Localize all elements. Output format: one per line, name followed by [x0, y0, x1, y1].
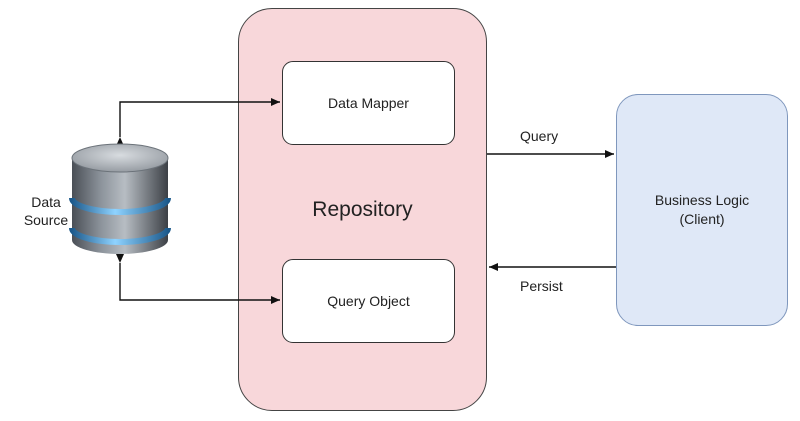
repository-label: Repository	[312, 198, 413, 221]
query-edge-label: Query	[520, 128, 559, 144]
database-icon	[69, 143, 171, 254]
business-logic-sublabel: (Client)	[679, 211, 725, 227]
persist-edge-label: Persist	[520, 278, 563, 294]
business-logic-box: Business Logic (Client)	[616, 94, 788, 326]
datasource-mapper-connector	[116, 98, 280, 146]
data-source-label-line1: Data	[31, 194, 61, 210]
business-logic-label: Business Logic	[654, 192, 750, 208]
data-mapper-box: Data Mapper	[282, 61, 455, 145]
data-source-label-line2: Source	[23, 212, 69, 228]
query-object-label: Query Object	[327, 293, 410, 309]
query-object-box: Query Object	[282, 259, 455, 343]
data-mapper-label: Data Mapper	[328, 95, 409, 111]
datasource-queryobject-connector	[116, 254, 280, 304]
data-source-label: Data Source	[12, 193, 80, 229]
